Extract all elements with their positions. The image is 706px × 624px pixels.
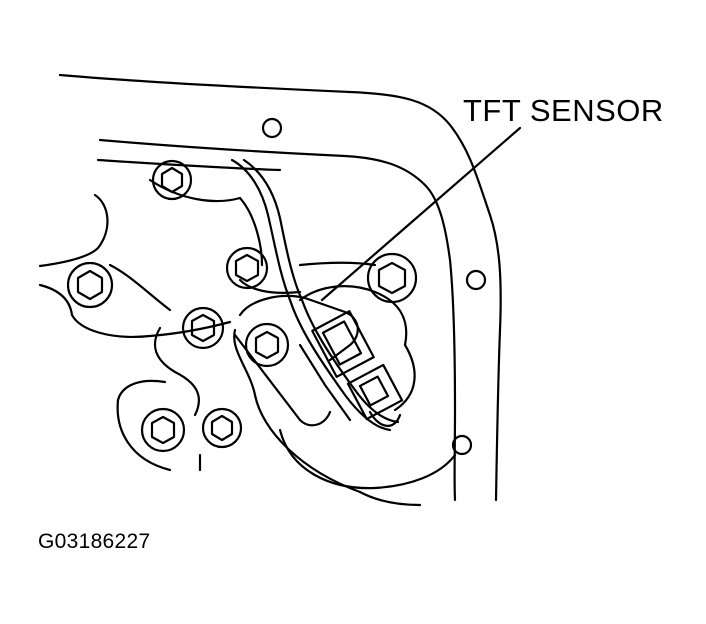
bolt-center-right	[244, 322, 290, 368]
sensor-wire-harness	[230, 158, 400, 432]
bolt-center-left	[225, 246, 269, 290]
valve-body-outline	[38, 178, 457, 507]
figure-id-label: G03186227	[38, 530, 151, 553]
tft-sensor-label: TFT SENSOR	[463, 93, 664, 128]
bolt-bottom-center	[201, 407, 243, 449]
bolt-left	[66, 261, 114, 309]
callout-leader-line	[320, 126, 522, 302]
bolt-group	[66, 159, 418, 453]
bolt-top-left	[151, 159, 193, 201]
housing-outline	[58, 73, 502, 502]
bolt-bottom-left	[140, 407, 186, 453]
bolt-center	[181, 306, 225, 350]
bolt-right-large	[366, 252, 418, 304]
tft-sensor-assembly	[233, 285, 416, 427]
